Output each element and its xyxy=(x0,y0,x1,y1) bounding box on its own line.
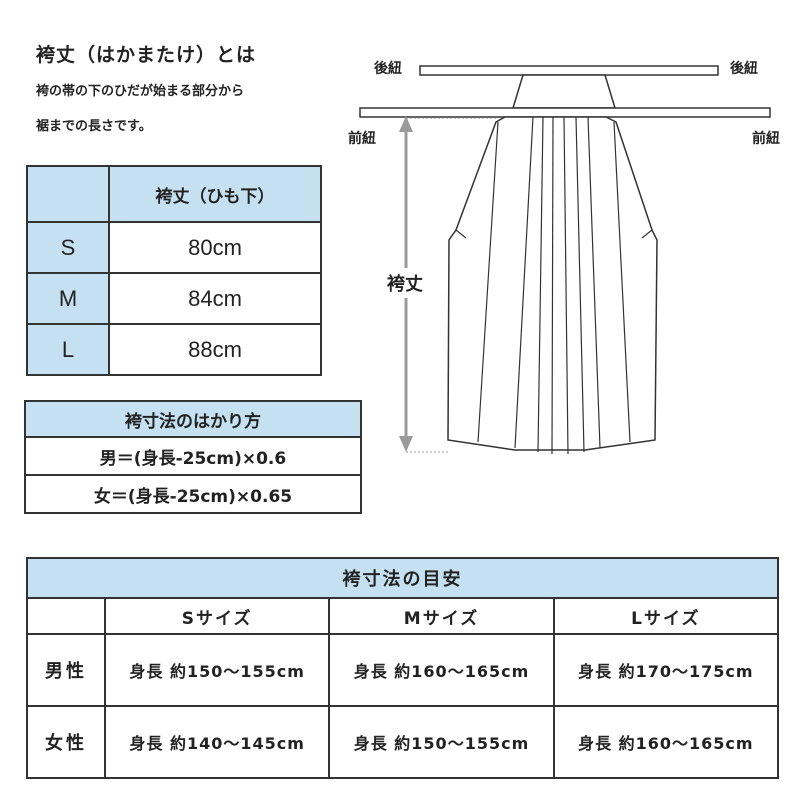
front-tie-band xyxy=(359,107,771,118)
length-value: 84cm xyxy=(108,272,322,325)
back-tie-right-label: 後紐 xyxy=(730,61,758,77)
table-cell: 身長 約160～165cm xyxy=(328,633,555,707)
size-label: L xyxy=(26,323,110,376)
column-header-l: Lサイズ xyxy=(552,597,780,635)
row-header-female: 女性 xyxy=(26,705,106,779)
size-length-table: 袴丈（ひも下） S 80cm M 84cm L 88cm xyxy=(26,165,322,376)
front-tie-left-label: 前紐 xyxy=(348,131,376,147)
back-tie-left-label: 後紐 xyxy=(374,61,402,77)
size-label: M xyxy=(26,272,110,325)
table-row: M 84cm xyxy=(26,272,322,325)
back-tie-band xyxy=(419,65,719,76)
arrow-down-icon xyxy=(399,436,413,452)
hakama-length-label: 袴丈 xyxy=(385,268,425,298)
measurement-formula-table: 袴寸法のはかり方 男＝(身長-25cm)×0.6 女＝(身長-25cm)×0.6… xyxy=(24,400,362,514)
row-header-male: 男性 xyxy=(26,633,106,707)
length-value: 80cm xyxy=(108,221,322,274)
table-row: 男性 身長 約150～155cm 身長 約160～165cm 身長 約170～1… xyxy=(26,633,780,707)
hakama-pleats xyxy=(455,116,653,455)
arrow-up-icon xyxy=(399,116,413,132)
description-line-1: 袴の帯の下のひだが始まる部分から xyxy=(36,84,245,99)
column-header-s: Sサイズ xyxy=(103,597,331,635)
back-board xyxy=(511,74,617,109)
table-row: L 88cm xyxy=(26,323,322,376)
size-table-header: 袴丈（ひも下） xyxy=(108,165,322,223)
table-row: S 80cm xyxy=(26,221,322,274)
table-cell: 身長 約150～155cm xyxy=(328,705,555,779)
guide-corner xyxy=(26,597,106,635)
guide-header: 袴寸法の目安 xyxy=(26,557,779,599)
formula-header: 袴寸法のはかり方 xyxy=(24,400,362,438)
male-formula: 男＝(身長-25cm)×0.6 xyxy=(24,436,362,476)
table-cell: 身長 約170～175cm xyxy=(552,633,780,707)
table-cell: 身長 約140～145cm xyxy=(103,705,331,779)
table-cell: 身長 約160～165cm xyxy=(552,705,780,779)
female-formula: 女＝(身長-25cm)×0.65 xyxy=(24,474,362,514)
table-cell: 身長 約150～155cm xyxy=(103,633,331,707)
page-title: 袴丈（はかまたけ）とは xyxy=(36,44,257,66)
length-value: 88cm xyxy=(108,323,322,376)
table-row: 女性 身長 約140～145cm 身長 約150～155cm 身長 約160～1… xyxy=(26,705,780,779)
size-guide-table: 袴寸法の目安 Sサイズ Mサイズ Lサイズ 男性 身長 約150～155cm 身… xyxy=(26,557,780,779)
hakama-diagram xyxy=(359,65,771,455)
column-header-m: Mサイズ xyxy=(328,597,555,635)
front-tie-right-label: 前紐 xyxy=(752,131,780,147)
size-label: S xyxy=(26,221,110,274)
description-line-2: 裾までの長さです。 xyxy=(36,119,152,134)
size-table-corner xyxy=(26,165,110,223)
